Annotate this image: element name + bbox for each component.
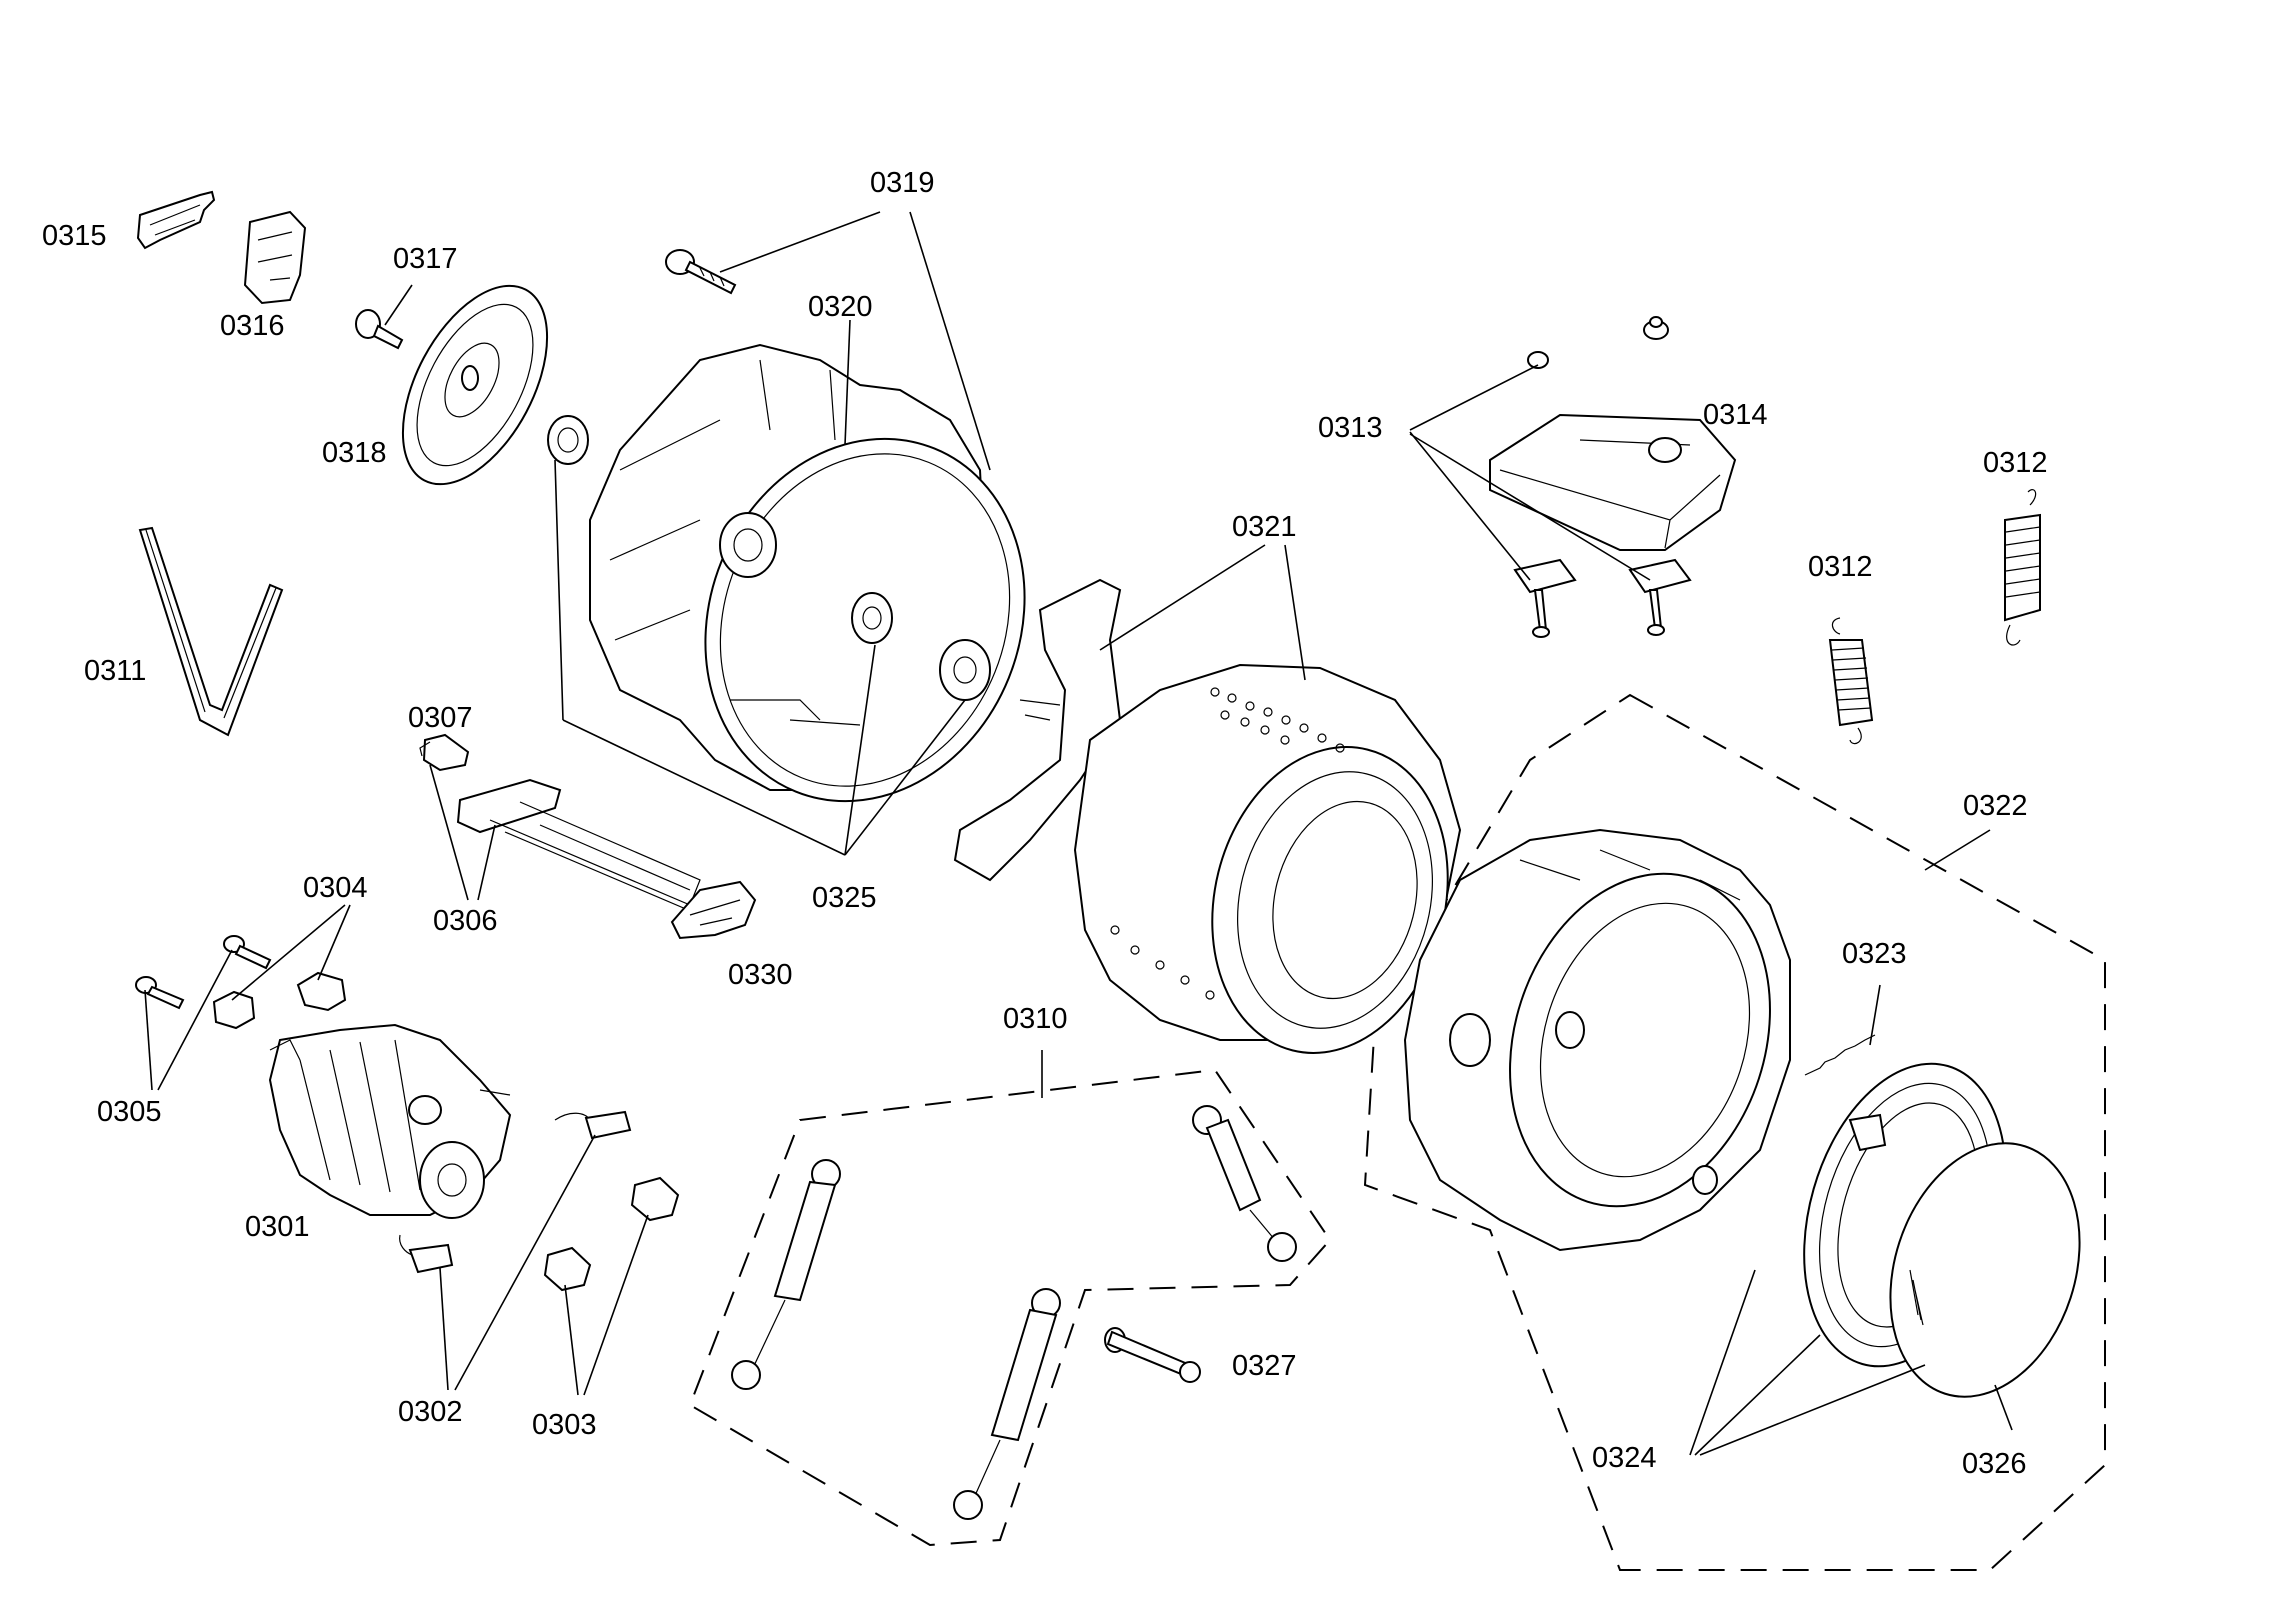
part-0315-bracket <box>136 190 216 250</box>
part-0310-shock-right <box>1192 1105 1297 1262</box>
part-0321-drum <box>953 578 1462 1054</box>
part-0310-shock-middle <box>953 1288 1061 1520</box>
part-0313-fasteners <box>1513 316 1692 638</box>
part-0302-connectors <box>399 1110 632 1274</box>
label-0317: 0317 <box>393 243 458 275</box>
label-0302: 0302 <box>398 1396 463 1428</box>
label-0322: 0322 <box>1963 790 2028 822</box>
part-0303-bushings <box>543 1176 680 1292</box>
label-0325: 0325 <box>812 882 877 914</box>
part-0301-motor <box>268 1023 512 1219</box>
part-0322-front-tub <box>1403 828 1791 1252</box>
label-0304: 0304 <box>303 872 368 904</box>
label-0313: 0313 <box>1318 412 1383 444</box>
label-0311: 0311 <box>84 655 146 687</box>
part-0326-clamp-ring <box>1889 1142 2081 1398</box>
part-0310-shock-left <box>731 1159 841 1390</box>
part-0319-screw <box>665 249 737 295</box>
label-0310: 0310 <box>1003 1003 1068 1035</box>
label-0307: 0307 <box>408 702 473 734</box>
label-0306: 0306 <box>433 905 498 937</box>
label-0318: 0318 <box>322 437 387 469</box>
part-0304-bushings <box>212 971 347 1030</box>
part-0305-screws <box>135 935 272 1010</box>
label-0303: 0303 <box>532 1409 597 1441</box>
part-0323-spring <box>1804 1034 1876 1076</box>
label-0327: 0327 <box>1232 1350 1297 1382</box>
part-0330-clip <box>670 880 757 940</box>
label-0323: 0323 <box>1842 938 1907 970</box>
part-0312-spring-left <box>1828 617 1874 745</box>
part-0320-rear-tub <box>589 343 1026 803</box>
part-0312-spring-right <box>2004 489 2041 646</box>
part-labels: 0315 0316 0317 0318 0319 0320 0311 0307 … <box>42 167 2048 1480</box>
label-0314: 0314 <box>1703 399 1768 431</box>
part-0307-plug <box>419 733 470 772</box>
part-0318-pulley <box>401 284 549 486</box>
label-0326: 0326 <box>1962 1448 2027 1480</box>
part-0327-bolt <box>1104 1327 1201 1383</box>
label-0312-right: 0312 <box>1983 447 2048 479</box>
label-0324: 0324 <box>1592 1442 1657 1474</box>
label-0301: 0301 <box>245 1211 310 1243</box>
part-0317-screw <box>355 309 404 350</box>
part-bearing-ring <box>547 415 589 465</box>
part-0316-clip <box>243 210 307 305</box>
label-0321: 0321 <box>1232 511 1297 543</box>
label-0312-left: 0312 <box>1808 551 1873 583</box>
part-0314-counterweight <box>1489 413 1737 551</box>
label-0320: 0320 <box>808 291 873 323</box>
label-0316: 0316 <box>220 310 285 342</box>
label-0315: 0315 <box>42 220 107 252</box>
part-0311-belt <box>138 526 284 737</box>
label-0305: 0305 <box>97 1096 162 1128</box>
label-0330: 0330 <box>728 959 793 991</box>
leader-lines <box>144 211 2013 1456</box>
group-outline-0310 <box>688 1068 1332 1547</box>
label-0319: 0319 <box>870 167 935 199</box>
part-0306-heater <box>456 778 701 916</box>
